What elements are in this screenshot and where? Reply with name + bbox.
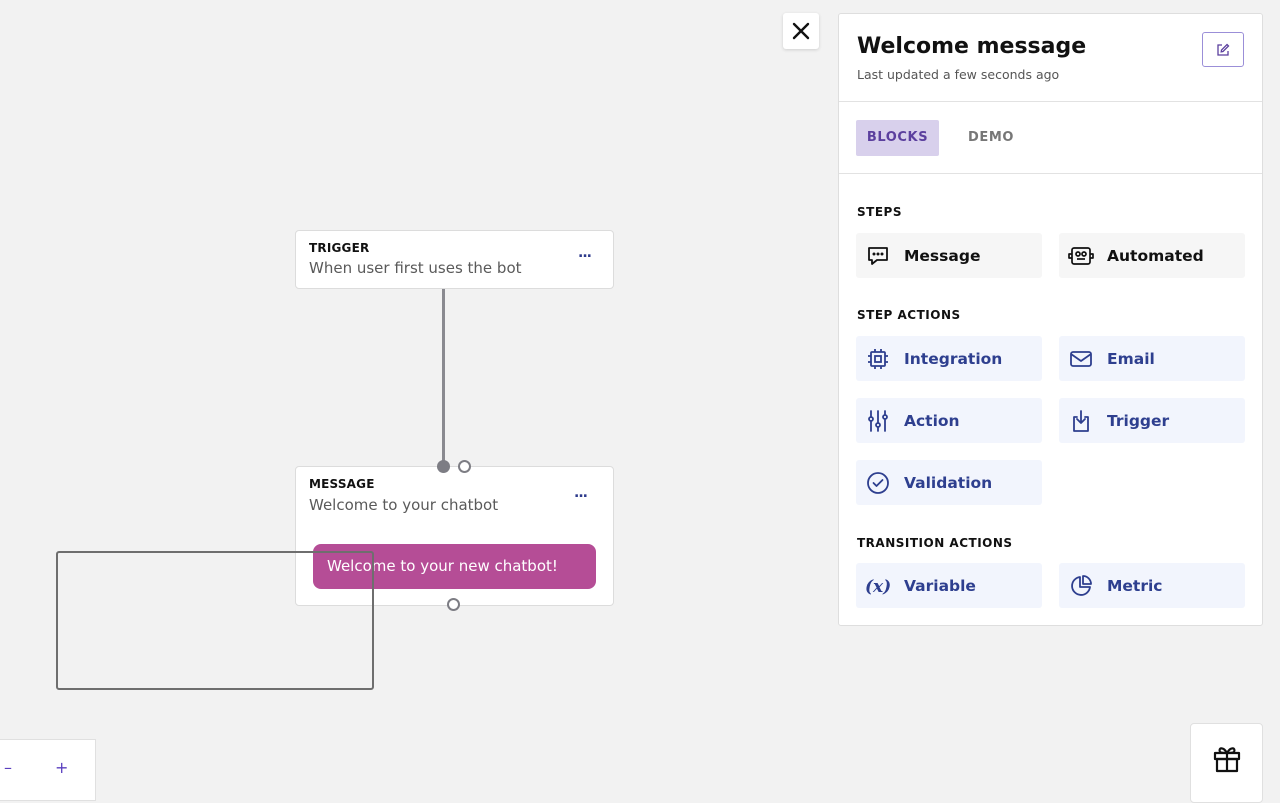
block-validation[interactable]: Validation bbox=[856, 460, 1042, 505]
connector-line bbox=[442, 289, 445, 467]
pie-chart-icon bbox=[1068, 573, 1094, 599]
node-kind-label: MESSAGE bbox=[309, 477, 375, 491]
block-label: Variable bbox=[904, 576, 976, 595]
input-port[interactable] bbox=[437, 460, 450, 473]
message-bubble[interactable]: Welcome to your new chatbot! bbox=[313, 544, 596, 589]
section-label-step-actions: STEP ACTIONS bbox=[857, 308, 961, 322]
block-variable[interactable]: (x) Variable bbox=[856, 563, 1042, 608]
output-port[interactable] bbox=[458, 460, 471, 473]
svg-text:(x): (x) bbox=[865, 577, 891, 597]
panel-title: Welcome message bbox=[857, 34, 1087, 59]
selection-rectangle bbox=[56, 551, 374, 690]
chat-bubble-icon bbox=[865, 243, 891, 269]
block-trigger[interactable]: Trigger bbox=[1059, 398, 1245, 443]
tap-icon bbox=[1068, 408, 1094, 434]
tab-demo[interactable]: DEMO bbox=[967, 130, 1015, 145]
section-label-steps: STEPS bbox=[857, 205, 902, 219]
block-metric[interactable]: Metric bbox=[1059, 563, 1245, 608]
block-label: Email bbox=[1107, 349, 1155, 368]
variable-icon: (x) bbox=[865, 573, 891, 599]
zoom-in-button[interactable]: + bbox=[55, 758, 69, 777]
block-email[interactable]: Email bbox=[1059, 336, 1245, 381]
last-updated-text: Last updated a few seconds ago bbox=[857, 67, 1060, 82]
zoom-out-button[interactable]: – bbox=[4, 758, 12, 777]
block-label: Action bbox=[904, 411, 960, 430]
block-label: Trigger bbox=[1107, 411, 1170, 430]
node-description: When user first uses the bot bbox=[309, 259, 522, 277]
gift-icon bbox=[1213, 747, 1240, 773]
edit-icon bbox=[1217, 43, 1230, 56]
envelope-icon bbox=[1068, 346, 1094, 372]
block-integration[interactable]: Integration bbox=[856, 336, 1042, 381]
node-more-button[interactable]: ... bbox=[574, 485, 588, 501]
tab-blocks[interactable]: BLOCKS bbox=[856, 120, 939, 156]
block-label: Automated bbox=[1107, 246, 1204, 265]
block-label: Integration bbox=[904, 349, 1003, 368]
block-automated[interactable]: Automated bbox=[1059, 233, 1245, 278]
check-circle-icon bbox=[865, 470, 891, 496]
zoom-controls: – + bbox=[0, 739, 96, 801]
close-button[interactable] bbox=[783, 13, 819, 49]
node-more-button[interactable]: ... bbox=[578, 245, 592, 261]
chip-icon bbox=[865, 346, 891, 372]
block-action[interactable]: Action bbox=[856, 398, 1042, 443]
block-label: Message bbox=[904, 246, 981, 265]
trigger-node[interactable]: TRIGGER When user first uses the bot ... bbox=[295, 230, 614, 289]
sliders-icon bbox=[865, 408, 891, 434]
close-icon bbox=[792, 22, 810, 40]
block-message[interactable]: Message bbox=[856, 233, 1042, 278]
output-port[interactable] bbox=[447, 598, 460, 611]
block-label: Validation bbox=[904, 473, 993, 492]
edit-button[interactable] bbox=[1202, 32, 1244, 67]
robot-icon bbox=[1068, 243, 1094, 269]
divider bbox=[839, 173, 1262, 174]
divider bbox=[839, 101, 1262, 102]
section-label-transition-actions: TRANSITION ACTIONS bbox=[857, 536, 1013, 550]
gift-button[interactable] bbox=[1190, 723, 1263, 803]
blocks-panel: Welcome message Last updated a few secon… bbox=[838, 13, 1263, 626]
node-description: Welcome to your chatbot bbox=[309, 496, 499, 514]
block-label: Metric bbox=[1107, 576, 1163, 595]
node-kind-label: TRIGGER bbox=[309, 241, 370, 255]
